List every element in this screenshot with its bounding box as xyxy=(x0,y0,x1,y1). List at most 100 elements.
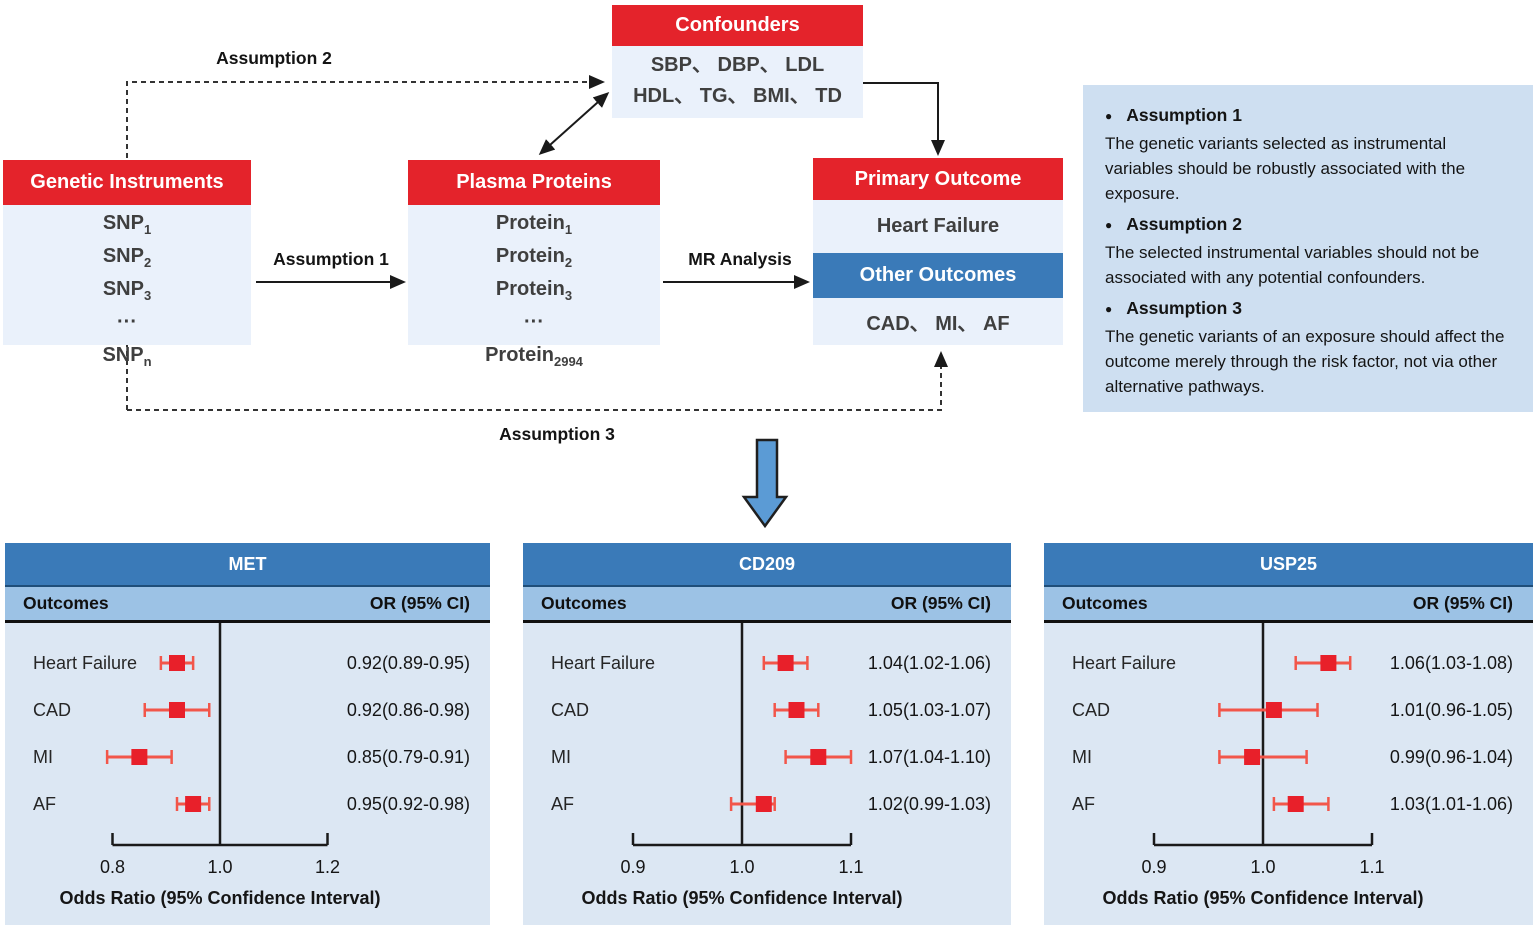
assumption-text: The selected instrumental variables shou… xyxy=(1105,243,1480,287)
or-column-header: OR (95% CI) xyxy=(1412,593,1513,613)
assumption3-label: Assumption 3 xyxy=(499,424,615,444)
assumption-text: The genetic variants of an exposure shou… xyxy=(1105,327,1505,396)
genetic-instruments-title: Genetic Instruments xyxy=(3,160,251,205)
or-ci-label: 0.99(0.96-1.04) xyxy=(1390,747,1513,767)
or-marker xyxy=(169,702,185,718)
or-marker xyxy=(1265,702,1282,718)
plasma-proteins-title: Plasma Proteins xyxy=(408,160,660,205)
forest-panel-title: USP25 xyxy=(1044,543,1533,585)
or-ci-label: 0.92(0.86-0.98) xyxy=(347,700,470,720)
or-ci-label: 1.01(0.96-1.05) xyxy=(1390,700,1513,720)
primary-outcome-heart-failure: Heart Failure xyxy=(813,200,1063,253)
primary-outcome-other-list: CAD、 MI、 AF xyxy=(813,298,1063,345)
forest-panel-title: MET xyxy=(5,543,490,585)
outcome-label: MI xyxy=(551,747,571,767)
or-marker xyxy=(788,702,805,718)
protein-item: Protein1 xyxy=(495,212,573,237)
axis-title: Odds Ratio (95% Confidence Interval) xyxy=(581,888,902,908)
or-ci-label: 1.06(1.03-1.08) xyxy=(1390,653,1513,673)
or-ci-label: 1.05(1.03-1.07) xyxy=(868,700,991,720)
outcome-label: Heart Failure xyxy=(33,653,137,673)
or-ci-label: 1.03(1.01-1.06) xyxy=(1390,794,1513,814)
or-marker xyxy=(810,749,827,765)
or-ci-label: 1.07(1.04-1.10) xyxy=(868,747,991,767)
outcomes-column-header: Outcomes xyxy=(1062,593,1148,613)
plasma-proteins-box: Plasma Proteins Protein1 Protein2 Protei… xyxy=(408,160,660,369)
or-marker xyxy=(185,796,202,812)
axis-tick-label: 0.9 xyxy=(620,857,645,877)
assumption3-dashed-arrow xyxy=(127,351,948,411)
outcome-label: MI xyxy=(33,747,53,767)
axis-tick-label: 1.2 xyxy=(315,857,340,877)
or-marker xyxy=(131,749,148,765)
snp-item: SNPn xyxy=(102,344,152,369)
or-marker xyxy=(1244,749,1261,765)
outcome-label: Heart Failure xyxy=(1072,653,1176,673)
or-marker xyxy=(169,655,185,671)
axis-tick-label: 1.1 xyxy=(1359,857,1384,877)
or-column-header: OR (95% CI) xyxy=(890,593,991,613)
confounders-box: Confounders SBP、 DBP、 LDL HDL、 TG、 BMI、 … xyxy=(612,5,863,118)
assumption-item: ● Assumption 2 The selected instrumental … xyxy=(1105,214,1513,290)
protein-ellipsis: ··· xyxy=(524,311,544,333)
protein-item: Protein2 xyxy=(495,245,573,270)
bullet-icon: ● xyxy=(1105,108,1113,123)
axis-tick-label: 1.1 xyxy=(838,857,863,877)
protein-item: Protein3 xyxy=(495,278,573,303)
outcome-label: Heart Failure xyxy=(551,653,655,673)
axis-tick-label: 0.9 xyxy=(1141,857,1166,877)
snp-ellipsis: ··· xyxy=(117,311,137,333)
assumption-text: The genetic variants selected as instrum… xyxy=(1105,134,1466,203)
assumptions-panel: ● Assumption 1 The genetic variants selec… xyxy=(1083,85,1533,412)
protein-item: Protein2994 xyxy=(485,344,583,369)
assumption2-label: Assumption 2 xyxy=(216,48,332,68)
axis-tick-label: 1.0 xyxy=(729,857,754,877)
primary-outcome-title: Primary Outcome xyxy=(813,158,1063,200)
outcome-label: AF xyxy=(551,794,574,814)
outcome-label: CAD xyxy=(33,700,71,720)
confounders-proteins-double-arrow xyxy=(538,92,610,155)
assumption-heading: Assumption 2 xyxy=(1126,214,1242,234)
outcome-label: AF xyxy=(33,794,56,814)
snp-item: SNP1 xyxy=(102,212,152,237)
assumption-item: ● Assumption 1 The genetic variants selec… xyxy=(1105,105,1513,206)
or-marker xyxy=(1320,655,1337,671)
outcome-label: AF xyxy=(1072,794,1095,814)
confounders-title: Confounders xyxy=(612,5,863,46)
genetic-instruments-box: Genetic Instruments SNP1 SNP2 SNP3 ··· S… xyxy=(3,160,251,369)
or-ci-label: 0.85(0.79-0.91) xyxy=(347,747,470,767)
or-ci-label: 1.04(1.02-1.06) xyxy=(868,653,991,673)
axis-tick-label: 0.8 xyxy=(100,857,125,877)
outcomes-column-header: Outcomes xyxy=(23,593,109,613)
outcome-label: MI xyxy=(1072,747,1092,767)
forest-panel-title: CD209 xyxy=(523,543,1011,585)
other-outcomes-band: Other Outcomes xyxy=(813,253,1063,298)
axis-title: Odds Ratio (95% Confidence Interval) xyxy=(1102,888,1423,908)
bullet-icon: ● xyxy=(1105,217,1113,232)
axis-title: Odds Ratio (95% Confidence Interval) xyxy=(59,888,380,908)
assumption-heading: Assumption 3 xyxy=(1126,298,1242,318)
down-arrow-icon xyxy=(741,438,789,529)
confounders-line: SBP、 DBP、 LDL xyxy=(650,54,825,76)
snp-item: SNP2 xyxy=(102,245,152,270)
outcome-label: CAD xyxy=(1072,700,1110,720)
or-ci-label: 0.95(0.92-0.98) xyxy=(347,794,470,814)
outcome-label: CAD xyxy=(551,700,589,720)
or-marker xyxy=(777,655,794,671)
mr-analysis-label: MR Analysis xyxy=(688,249,792,269)
or-ci-label: 0.92(0.89-0.95) xyxy=(347,653,470,673)
or-ci-label: 1.02(0.99-1.03) xyxy=(868,794,991,814)
confounders-to-outcome-arrow xyxy=(863,82,945,156)
bullet-icon: ● xyxy=(1105,301,1113,316)
or-column-header: OR (95% CI) xyxy=(369,593,470,613)
snp-item: SNP3 xyxy=(102,278,152,303)
or-marker xyxy=(1287,796,1304,812)
assumption-heading: Assumption 1 xyxy=(1126,105,1242,125)
axis-tick-label: 1.0 xyxy=(207,857,232,877)
assumption-item: ● Assumption 3 The genetic variants of an… xyxy=(1105,298,1513,399)
